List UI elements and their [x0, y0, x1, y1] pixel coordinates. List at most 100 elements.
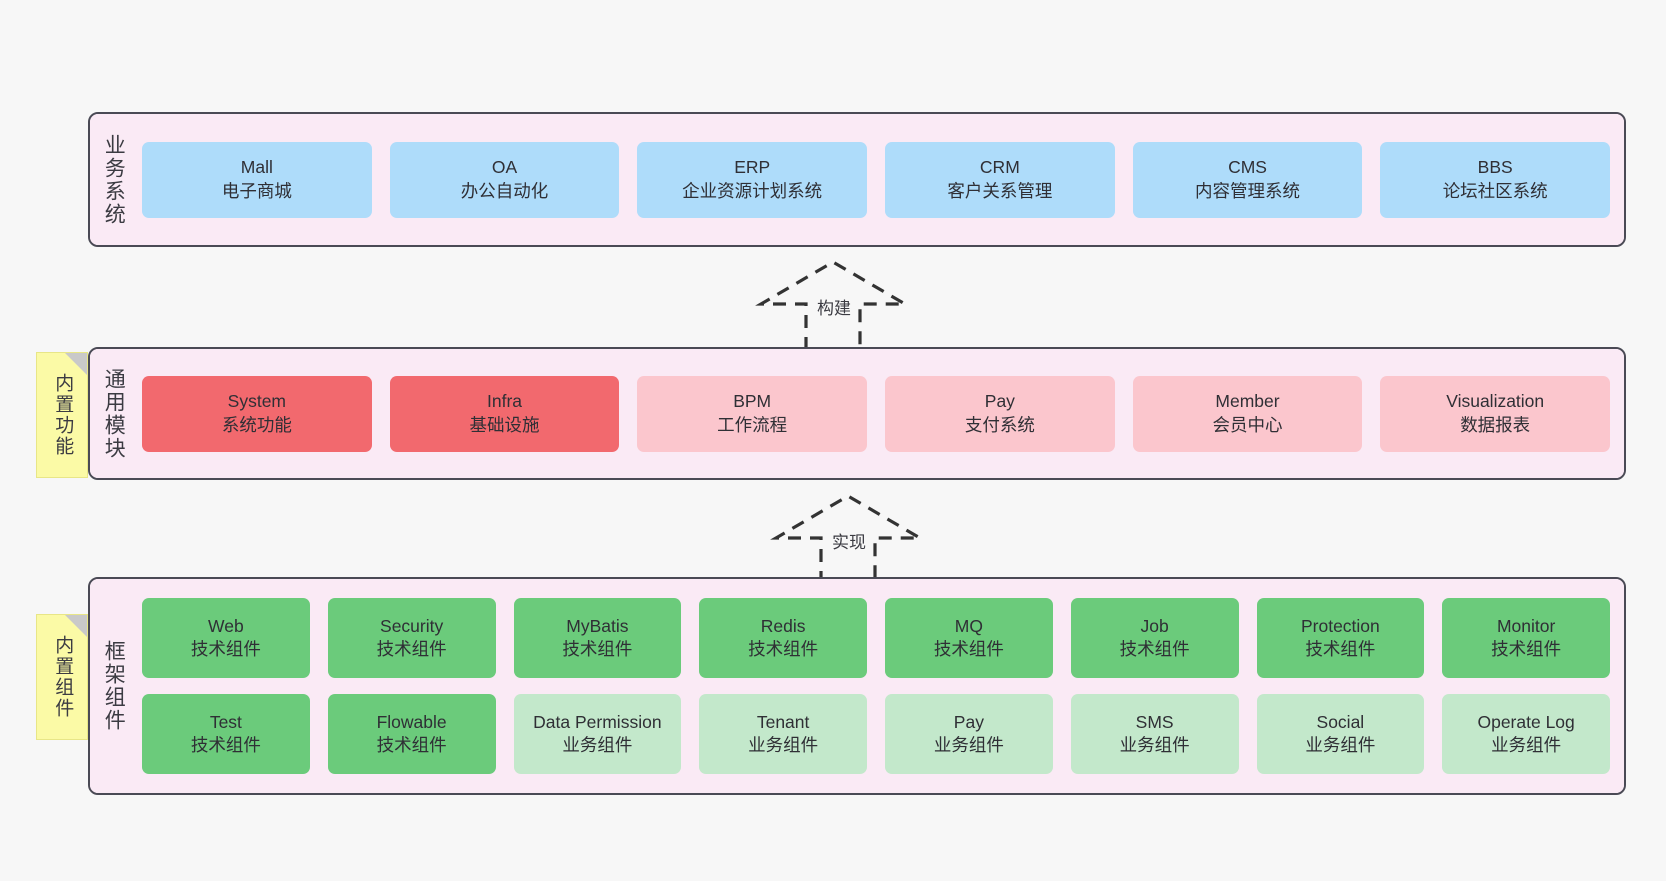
card-subtitle: 业务组件 — [1491, 735, 1562, 755]
card-sms[interactable]: SMS 业务组件 — [1070, 694, 1239, 774]
card-title: Infra — [486, 391, 523, 412]
layer-title-common-module: 通用模块 — [102, 367, 126, 460]
layer-common-module: 通用模块 System 系统功能 Infra 基础设施 BPM 工作流程 — [88, 347, 1626, 480]
card-subtitle: 企业资源计划系统 — [682, 180, 823, 201]
card-title: BBS — [1477, 157, 1513, 178]
card-system[interactable]: System 系统功能 — [142, 375, 372, 452]
card-title: Tenant — [756, 711, 810, 732]
connector-label: 构建 — [817, 299, 851, 318]
card-title: Operate Log — [1477, 711, 1575, 732]
card-subtitle: 技术组件 — [1119, 639, 1190, 659]
card-subtitle: 论坛社区系统 — [1442, 180, 1548, 201]
card-subtitle: 业务组件 — [562, 735, 633, 755]
card-member[interactable]: Member 会员中心 — [1132, 375, 1363, 452]
dashed-hollow-arrow-up-icon — [755, 260, 911, 350]
connector-build: 构建 — [753, 258, 913, 350]
card-redis[interactable]: Redis 技术组件 — [699, 598, 867, 678]
card-title: CMS — [1228, 157, 1267, 178]
card-title: Monitor — [1496, 615, 1556, 636]
card-subtitle: 技术组件 — [376, 735, 447, 755]
card-row: Web 技术组件 Security 技术组件 MyBatis 技术组件 Redi… — [142, 598, 1610, 678]
card-protection[interactable]: Protection 技术组件 — [1256, 598, 1425, 678]
card-row: Mall 电子商城 OA 办公自动化 ERP 企业资源计划系统 CRM 客户关系… — [142, 141, 1611, 218]
card-mybatis[interactable]: MyBatis 技术组件 — [513, 598, 682, 678]
card-subtitle: 技术组件 — [748, 639, 819, 659]
card-cms[interactable]: CMS 内容管理系统 — [1132, 141, 1363, 218]
card-mq[interactable]: MQ 技术组件 — [885, 598, 1053, 678]
card-title: MyBatis — [566, 615, 629, 636]
layer-body-common-module: System 系统功能 Infra 基础设施 BPM 工作流程 Pay 支付系统 — [136, 349, 1624, 478]
card-title: OA — [491, 157, 518, 178]
card-title: Web — [208, 615, 244, 636]
card-crm[interactable]: CRM 客户关系管理 — [885, 141, 1115, 218]
card-title: System — [227, 391, 287, 412]
card-operate-log[interactable]: Operate Log 业务组件 — [1442, 694, 1610, 774]
layer-business-system: 业务系统 Mall 电子商城 OA 办公自动化 ERP 企业资源计划系统 — [88, 112, 1626, 247]
card-subtitle: 技术组件 — [376, 639, 447, 659]
card-title: Flowable — [376, 711, 447, 732]
card-subtitle: 支付系统 — [964, 414, 1035, 435]
card-mall[interactable]: Mall 电子商城 — [142, 141, 372, 218]
card-test[interactable]: Test 技术组件 — [142, 694, 310, 774]
layer-framework-component: 框架组件 Web 技术组件 Security 技术组件 MyBatis 技术组件 — [88, 577, 1626, 795]
card-erp[interactable]: ERP 企业资源计划系统 — [637, 141, 868, 218]
card-title: Mall — [240, 157, 273, 178]
card-pay-business[interactable]: Pay 业务组件 — [885, 694, 1053, 774]
connector-implement: 实现 — [768, 492, 928, 584]
card-subtitle: 技术组件 — [933, 639, 1004, 659]
card-subtitle: 技术组件 — [1491, 639, 1562, 659]
card-subtitle: 技术组件 — [562, 639, 633, 659]
card-bbs[interactable]: BBS 论坛社区系统 — [1380, 141, 1611, 218]
folded-corner-icon — [65, 353, 87, 375]
card-title: SMS — [1135, 711, 1174, 732]
card-subtitle: 技术组件 — [190, 735, 261, 755]
card-social[interactable]: Social 业务组件 — [1256, 694, 1425, 774]
sticky-note-builtin-function: 内置功能 — [36, 352, 88, 478]
sticky-note-builtin-component: 内置组件 — [36, 614, 88, 740]
card-subtitle: 业务组件 — [933, 735, 1004, 755]
card-subtitle: 办公自动化 — [460, 180, 549, 201]
card-title: Test — [209, 711, 242, 732]
layer-title-framework-component: 框架组件 — [102, 640, 126, 732]
card-visualization[interactable]: Visualization 数据报表 — [1380, 375, 1611, 452]
card-title: MQ — [954, 615, 983, 636]
sticky-note-label: 内置组件 — [52, 635, 74, 719]
card-infra[interactable]: Infra 基础设施 — [389, 375, 620, 452]
card-tenant[interactable]: Tenant 业务组件 — [699, 694, 867, 774]
card-data-permission[interactable]: Data Permission 业务组件 — [513, 694, 682, 774]
card-web[interactable]: Web 技术组件 — [142, 598, 310, 678]
card-title: ERP — [734, 157, 771, 178]
card-flowable[interactable]: Flowable 技术组件 — [327, 694, 496, 774]
card-security[interactable]: Security 技术组件 — [327, 598, 496, 678]
card-row: System 系统功能 Infra 基础设施 BPM 工作流程 Pay 支付系统 — [142, 375, 1611, 452]
card-title: Visualization — [1446, 391, 1545, 412]
card-subtitle: 工作流程 — [717, 414, 788, 435]
connector-label: 实现 — [832, 533, 866, 552]
card-title: Data Permission — [533, 711, 662, 732]
card-title: Protection — [1300, 615, 1380, 636]
card-subtitle: 技术组件 — [1305, 639, 1376, 659]
card-title: Member — [1215, 391, 1280, 412]
card-subtitle: 客户关系管理 — [947, 180, 1053, 201]
card-pay[interactable]: Pay 支付系统 — [885, 375, 1115, 452]
card-subtitle: 内容管理系统 — [1195, 180, 1301, 201]
card-title: Pay — [953, 711, 984, 732]
sticky-note-label: 内置功能 — [52, 373, 74, 457]
layer-body-framework-component: Web 技术组件 Security 技术组件 MyBatis 技术组件 Redi… — [136, 579, 1624, 793]
dashed-hollow-arrow-up-icon — [770, 494, 926, 584]
card-bpm[interactable]: BPM 工作流程 — [637, 375, 868, 452]
card-title: BPM — [733, 391, 772, 412]
card-title: Job — [1140, 615, 1169, 636]
card-subtitle: 业务组件 — [1119, 735, 1190, 755]
card-job[interactable]: Job 技术组件 — [1070, 598, 1239, 678]
layer-body-business-system: Mall 电子商城 OA 办公自动化 ERP 企业资源计划系统 CRM 客户关系… — [136, 114, 1624, 245]
layer-title-business-system: 业务系统 — [102, 133, 126, 226]
card-monitor[interactable]: Monitor 技术组件 — [1442, 598, 1610, 678]
card-subtitle: 数据报表 — [1460, 414, 1531, 435]
card-subtitle: 基础设施 — [469, 414, 540, 435]
card-title: Pay — [984, 391, 1015, 412]
card-oa[interactable]: OA 办公自动化 — [389, 141, 620, 218]
card-subtitle: 电子商城 — [221, 180, 292, 201]
card-row: Test 技术组件 Flowable 技术组件 Data Permission … — [142, 694, 1610, 774]
